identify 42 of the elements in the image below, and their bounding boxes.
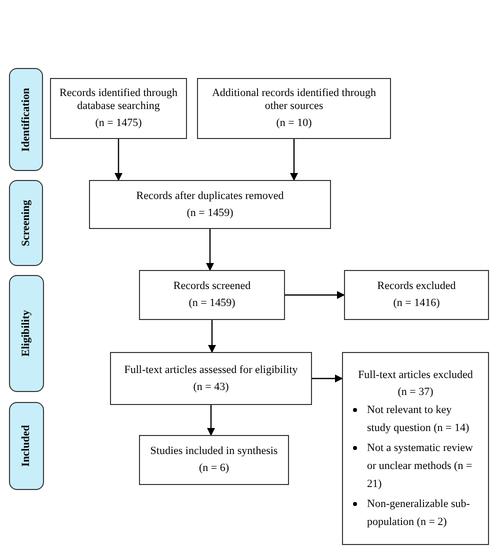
- phase-band: [9, 402, 44, 490]
- count-text: (n = 10): [276, 117, 312, 130]
- process-box: [139, 270, 285, 320]
- count-text: (n = 1459): [188, 297, 236, 310]
- arrow: [290, 139, 298, 181]
- arrow: [312, 374, 343, 382]
- phase-band: [9, 180, 43, 266]
- process-box: [344, 270, 489, 320]
- box-title: Records after duplicates removed: [136, 190, 284, 202]
- phase-label: Identification: [20, 88, 32, 152]
- exclusion-reason: Not a systematic review or unclear methods (n = 21): [367, 441, 474, 492]
- box-title: Records identified through database searching: [58, 87, 178, 113]
- count-text: (n = 1459): [186, 206, 234, 220]
- box-title: Full-text articles assessed for eligibility: [124, 364, 298, 376]
- count-text: (n = 1416): [393, 297, 440, 310]
- exclusion-reason: Not relevant to key study question (n = 14): [367, 403, 470, 436]
- arrow: [208, 320, 216, 353]
- phase-label: Included: [21, 425, 32, 467]
- box-title: Additional records identified through other sources: [210, 87, 378, 113]
- phase-label: Screening: [20, 200, 32, 246]
- exclusion-reason: Non-generalizable sub-population (n = 2): [367, 497, 471, 530]
- process-box: [50, 78, 187, 139]
- box-title: Records excluded: [377, 280, 456, 293]
- arrow: [285, 291, 345, 299]
- box-title: Records screened: [173, 280, 251, 293]
- count-text: (n = 37): [398, 386, 434, 399]
- process-box: [197, 78, 391, 139]
- arrow: [207, 405, 215, 436]
- phase-label: Eligibility: [21, 310, 32, 357]
- count-text: (n = 6): [198, 462, 230, 475]
- count-text: (n = 43): [193, 380, 229, 394]
- process-box: [89, 180, 331, 229]
- phase-band: [9, 68, 43, 171]
- process-box: [342, 352, 489, 545]
- arrow: [206, 229, 214, 271]
- box-title: Full-text articles excluded: [358, 369, 473, 382]
- process-box: [110, 352, 312, 405]
- arrow: [114, 139, 122, 181]
- process-box: [139, 435, 289, 485]
- count-text: (n = 1475): [95, 117, 142, 130]
- box-title: Studies included in synthesis: [150, 445, 278, 458]
- phase-band: [9, 275, 44, 392]
